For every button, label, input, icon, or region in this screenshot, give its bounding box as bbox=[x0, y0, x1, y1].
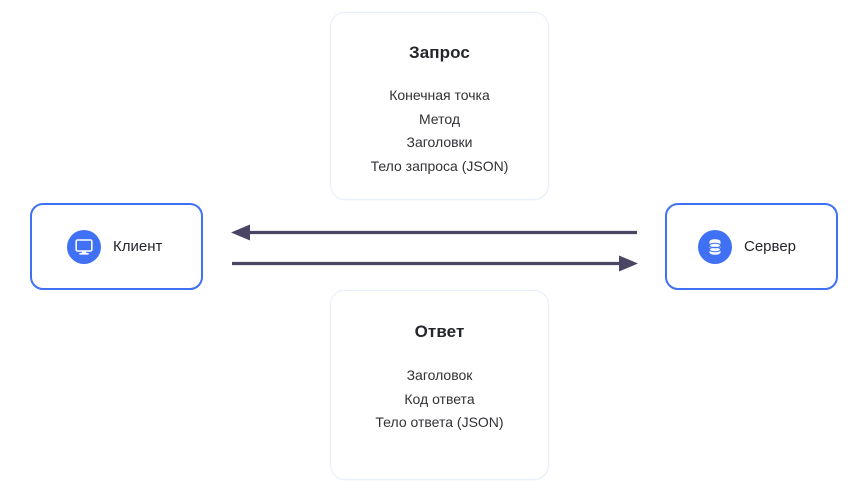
request-arrow bbox=[232, 255, 638, 272]
client-label: Клиент bbox=[113, 238, 163, 255]
request-card-title: Запрос bbox=[409, 43, 470, 62]
response-card: Ответ Заголовок Код ответа Тело ответа (… bbox=[330, 290, 549, 480]
request-line-method: Метод bbox=[418, 110, 461, 127]
response-card-lines: Заголовок Код ответа Тело ответа (JSON) bbox=[331, 364, 548, 435]
request-line-body: Тело запроса (JSON) bbox=[370, 157, 509, 174]
response-card-title: Ответ bbox=[414, 322, 465, 341]
request-card-lines: Конечная точка Метод Заголовки Тело запр… bbox=[331, 84, 548, 178]
request-card: Запрос Конечная точка Метод Заголовки Те… bbox=[330, 12, 549, 200]
database-icon bbox=[708, 238, 722, 255]
server-label: Сервер bbox=[744, 238, 797, 255]
response-line-header: Заголовок bbox=[406, 367, 473, 383]
client-node: Клиент bbox=[30, 203, 203, 290]
request-line-endpoint: Конечная точка bbox=[389, 87, 490, 103]
request-line-headers: Заголовки bbox=[406, 134, 473, 150]
server-node: Сервер bbox=[665, 203, 838, 290]
response-line-status-code: Код ответа bbox=[404, 390, 475, 407]
monitor-icon bbox=[75, 238, 93, 255]
response-arrow bbox=[231, 224, 637, 241]
server-icon-badge bbox=[698, 229, 732, 264]
response-line-body: Тело ответа (JSON) bbox=[375, 414, 504, 430]
client-icon-badge bbox=[67, 229, 101, 264]
